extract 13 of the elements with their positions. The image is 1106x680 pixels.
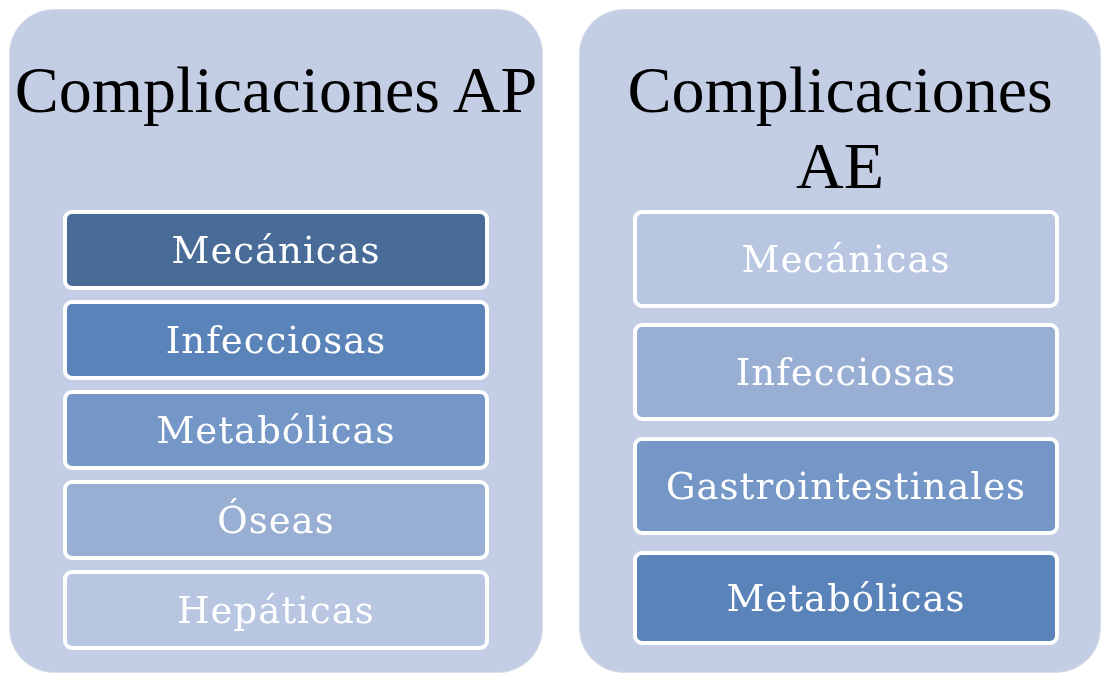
category-box: Hepáticas [63, 570, 489, 650]
category-box: Óseas [63, 480, 489, 560]
panel [580, 10, 1100, 672]
category-box: Mecánicas [63, 210, 489, 290]
category-box: Infecciosas [63, 300, 489, 380]
panel-title: Complicaciones AP [13, 52, 539, 128]
category-box: Metabólicas [633, 551, 1059, 645]
panel-title: Complicaciones AE [626, 52, 1054, 204]
category-box: Gastrointestinales [633, 437, 1059, 535]
category-box: Infecciosas [633, 323, 1059, 421]
panel [10, 10, 542, 672]
category-box: Mecánicas [633, 210, 1059, 308]
category-box: Metabólicas [63, 390, 489, 470]
